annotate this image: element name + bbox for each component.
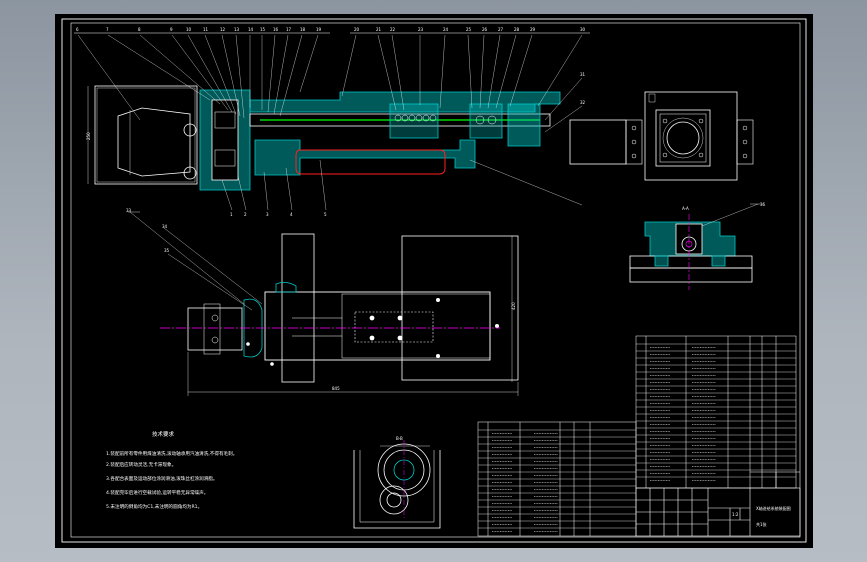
balloon-number: 13: [234, 27, 240, 32]
balloon-number: 32: [580, 100, 586, 105]
title-block-name: X轴进给系统装配图: [756, 505, 791, 511]
dimension-right-height: 420: [511, 302, 516, 310]
balloon-number: 29: [530, 27, 536, 32]
title-block: [635, 471, 801, 537]
balloon-numbers-top: 6 7 8 9 10 11 12 13 14 15 16 17 18 19 20 21 22 23 24 25 26 27…: [76, 27, 586, 105]
parts-list: [635, 335, 797, 489]
plan-view: [128, 211, 519, 396]
balloon-number: 15: [260, 27, 266, 32]
balloon-number: 3: [266, 212, 269, 217]
dimension-overall-length: 845: [332, 386, 340, 391]
balloon-number: 16: [273, 27, 279, 32]
parts-list-rows: [636, 343, 796, 481]
note-line: 1.装配前所有零件用煤油清洗,滚动轴承用汽油清洗,不得有毛刺。: [106, 450, 237, 457]
balloon-number: 28: [514, 27, 520, 32]
balloon-number: 12: [220, 27, 226, 32]
balloon-number: 20: [354, 27, 360, 32]
title-block-sheet: 共1张: [756, 521, 767, 527]
parts-list-rows: [478, 429, 636, 532]
main-section-view: [74, 32, 590, 211]
balloon-number: 10: [186, 27, 192, 32]
balloon-number: 17: [286, 27, 292, 32]
balloon-number: 9: [170, 27, 173, 32]
side-view: [569, 91, 754, 181]
note-line: 4.装配完毕后进行空载试验,运转平稳无异常噪声。: [106, 489, 208, 496]
balloon-number: 2: [244, 212, 247, 217]
note-line: 3.各配合表面及运动部位涂润滑油,滚珠丝杠涂润滑脂。: [106, 475, 218, 482]
balloon-number: 19: [316, 27, 322, 32]
balloon-number: 18: [300, 27, 306, 32]
balloon-number: 21: [376, 27, 382, 32]
title-block-scale: 1:2: [732, 512, 739, 517]
balloon-number: 8: [138, 27, 141, 32]
notes-title: 技术要求: [152, 430, 175, 438]
balloon-number: 24: [443, 27, 449, 32]
balloon-number: 25: [466, 27, 472, 32]
section-label-side: A-A: [682, 206, 689, 211]
balloon-number: 26: [482, 27, 488, 32]
balloon-number: 36: [760, 202, 766, 207]
balloon-number: 14: [248, 27, 254, 32]
inner-border: [70, 22, 801, 538]
balloon-number: 31: [580, 72, 586, 77]
dimension-vertical-left: 250: [86, 132, 91, 140]
gear-view: [353, 440, 441, 529]
balloon-number: 5: [324, 212, 327, 217]
balloon-number: 23: [418, 27, 424, 32]
note-line: 2.装配后应转动灵活,无卡滞现象。: [106, 461, 176, 468]
balloon-number: 6: [76, 27, 79, 32]
balloon-number: 34: [162, 224, 168, 229]
balloon-number: 22: [390, 27, 396, 32]
balloon-number: 7: [106, 27, 109, 32]
rail-section-view: [629, 203, 762, 290]
note-line: 5.未注明的倒角均为C1,未注明的圆角均为R1。: [106, 503, 202, 510]
balloon-number: 4: [290, 212, 293, 217]
balloon-number: 27: [498, 27, 504, 32]
balloon-numbers-bottom: 1 2 3 4 5: [230, 212, 327, 217]
balloon-number: 33: [126, 208, 132, 213]
balloon-number: 11: [203, 27, 209, 32]
balloon-number: 1: [230, 212, 233, 217]
balloon-number: 35: [164, 248, 170, 253]
outer-border: [61, 18, 807, 543]
balloon-number: 30: [580, 27, 586, 32]
section-label-small: B-B: [396, 436, 403, 441]
